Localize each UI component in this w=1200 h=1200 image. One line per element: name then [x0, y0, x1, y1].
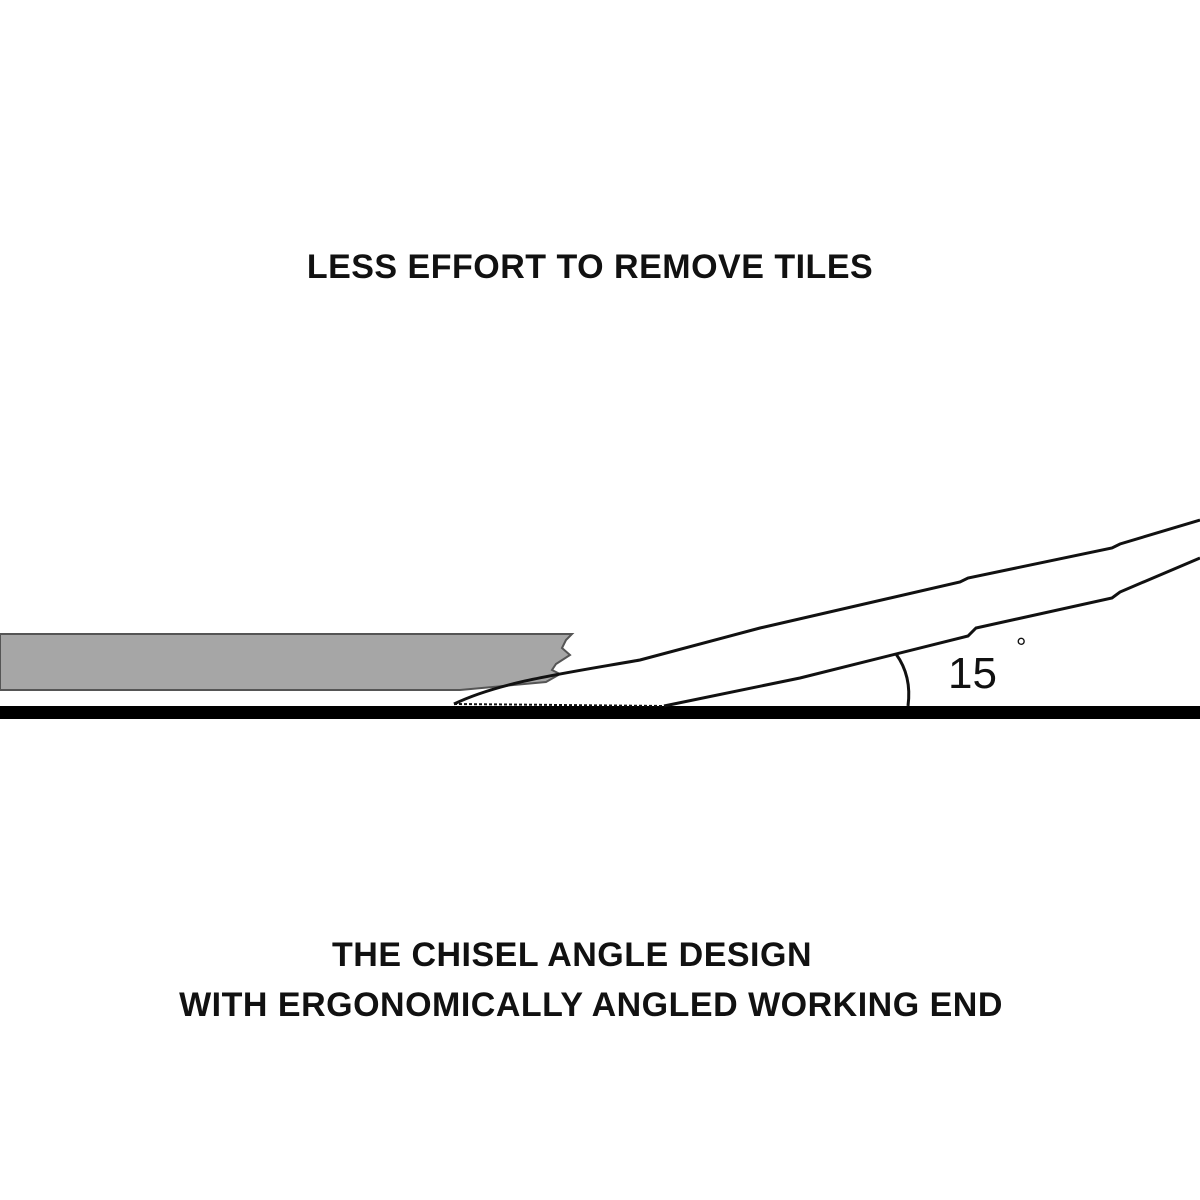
tile-slab — [0, 633, 575, 691]
chisel-tip — [453, 703, 665, 707]
angle-arc — [894, 653, 911, 707]
floor-line — [0, 706, 1200, 719]
chisel-upper-edge — [453, 518, 1200, 706]
headline: LESS EFFORT TO REMOVE TILES — [306, 248, 874, 286]
chisel-lower-edge — [663, 556, 1200, 708]
caption-line-1: THE CHISEL ANGLE DESIGN — [332, 936, 812, 974]
angle-value-label: 15 — [948, 649, 997, 698]
angle-degree-mark: ° — [1016, 632, 1026, 662]
caption-line-2: WITH ERGONOMICALLY ANGLED WORKING END — [179, 986, 1003, 1024]
